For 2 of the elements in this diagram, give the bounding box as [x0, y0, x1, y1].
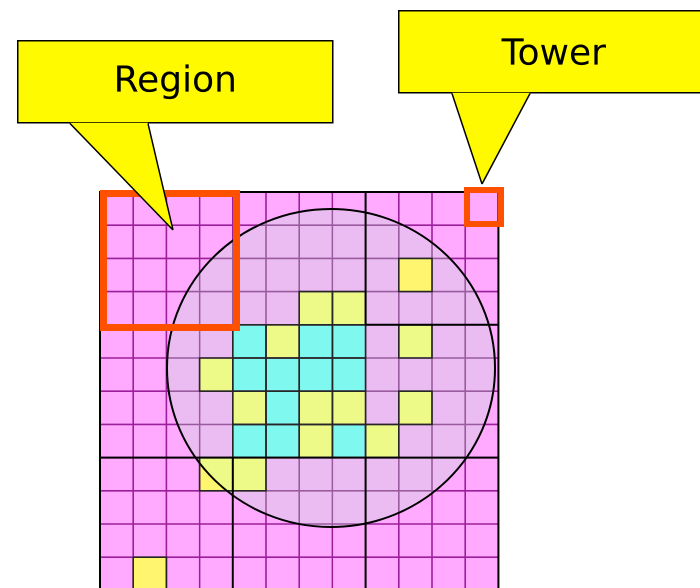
highlight-frame [464, 187, 504, 227]
highlight-frame [100, 190, 240, 331]
